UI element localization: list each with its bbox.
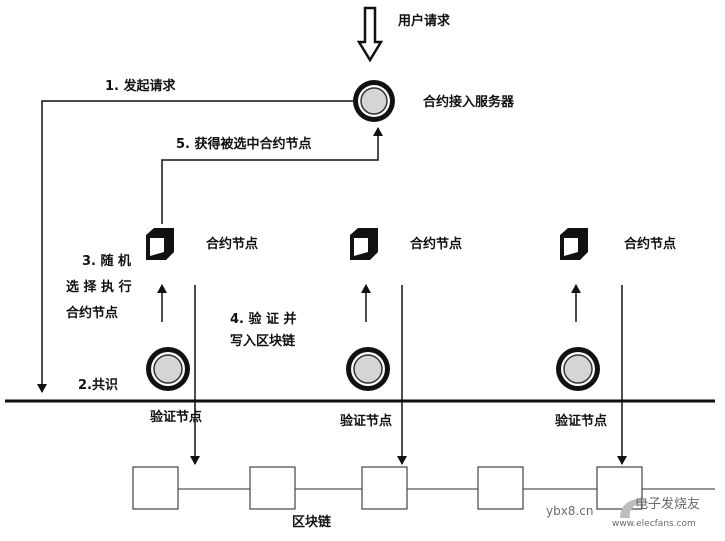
block-3	[361, 466, 408, 510]
contract-node-icon-1	[146, 228, 174, 260]
block-4	[477, 466, 524, 510]
block-5	[596, 466, 643, 510]
initiate-request-label: 1. 发起请求	[105, 79, 176, 94]
verification-node-1	[146, 347, 190, 391]
contract-access-server-label: 合约接入服务器	[423, 95, 515, 110]
random-select-label-line1: 3. 随 机	[82, 254, 132, 269]
block-1	[132, 466, 179, 510]
verification-node-label-2: 验证节点	[340, 414, 393, 429]
blockchain-label: 区块链	[292, 515, 332, 530]
verify-write-label-line2: 写入区块链	[230, 334, 296, 349]
random-select-label-line3: 合约节点	[66, 306, 119, 321]
get-selected-node-arrow	[161, 127, 383, 224]
verification-node-label-3: 验证节点	[555, 414, 608, 429]
contract-node-icon-3	[560, 228, 588, 260]
block-2	[249, 466, 296, 510]
initiate-request-arrow	[37, 100, 353, 393]
watermark-logo	[620, 499, 650, 518]
verify-write-label-line1: 4. 验 证 并	[230, 312, 297, 327]
contract-node-label-1: 合约节点	[206, 237, 259, 252]
verification-node-2	[346, 347, 390, 391]
random-select-label-line2: 选 择 执 行	[66, 280, 132, 295]
verification-node-3	[556, 347, 600, 391]
contract-node-label-3: 合约节点	[624, 237, 677, 252]
contract-access-server-node	[353, 80, 395, 122]
consensus-label: 2.共识	[78, 378, 118, 393]
verification-node-label-1: 验证节点	[150, 410, 203, 425]
get-selected-node-label: 5. 获得被选中合约节点	[176, 137, 312, 152]
watermark-url: www.elecfans.com	[612, 519, 696, 529]
user-request-label: 用户请求	[398, 14, 451, 29]
contract-node-icon-2	[350, 228, 378, 260]
watermark-site: ybx8.cn	[546, 504, 594, 518]
user-request-arrow	[356, 6, 384, 63]
contract-node-label-2: 合约节点	[410, 237, 463, 252]
watermark-brand: 电子发烧友	[635, 497, 701, 512]
